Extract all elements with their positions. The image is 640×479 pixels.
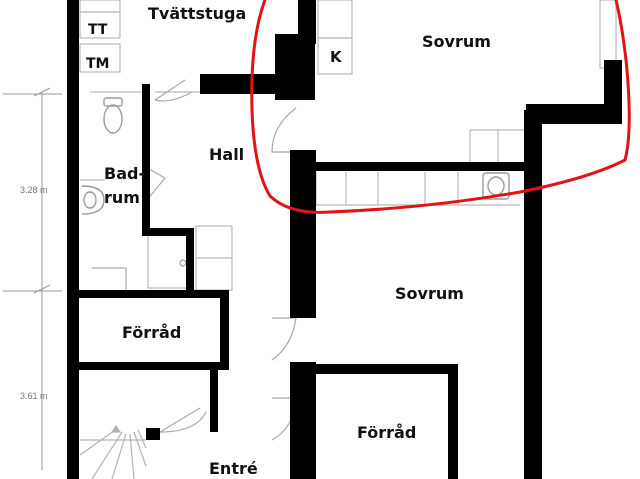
sink-icon [81,185,105,215]
room-label-forrad-left: Förråd [122,323,181,342]
room-label-sovrum-top: Sovrum [422,32,491,51]
room-label-sovrum-mid: Sovrum [395,284,464,303]
room-label-hall: Hall [209,145,244,164]
staircase [79,424,147,479]
room-label-tm: TM [86,56,109,72]
room-label-tvattstuga: Tvättstuga [148,4,246,23]
walls [67,0,622,479]
room-label-tt: TT [88,22,108,38]
drain-icon [179,259,187,267]
dimension-upper-label: 3.28 m [20,185,48,195]
dimension-lines [3,87,62,470]
room-label-entre: Entré [209,459,258,478]
room-label-forrad-right: Förråd [357,423,416,442]
room-label-k: K [330,48,343,66]
room-label-badrum-line1: Bad- [104,164,145,183]
toilet-icon [103,97,123,134]
room-label-badrum-line2: rum [104,188,140,207]
highlight-outline [250,0,631,214]
dimension-lower-label: 3.61 m [20,391,48,401]
